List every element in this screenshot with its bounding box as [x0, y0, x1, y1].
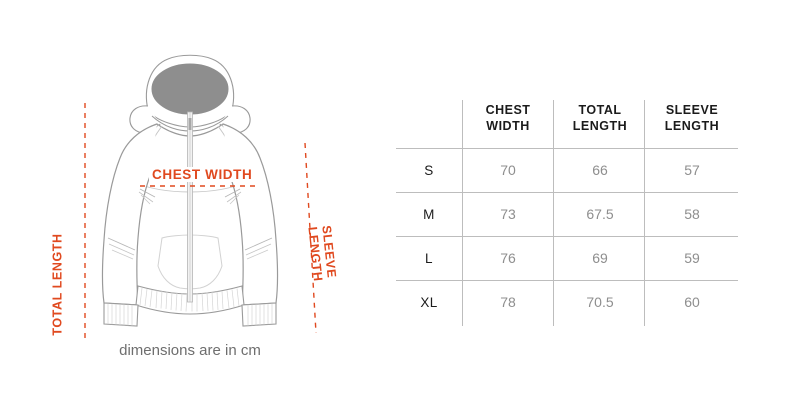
- cell-chest-width: 78: [500, 294, 516, 311]
- sleeve-length-guide: [304, 142, 317, 334]
- chest-width-annotation: CHEST WIDTH: [149, 167, 256, 182]
- column-header-total-length-line2: LENGTH: [572, 119, 628, 134]
- total-length-annotation: TOTAL LENGTH: [50, 233, 65, 336]
- table-row: XL 78 70.5 60: [396, 280, 738, 324]
- cell-size: XL: [420, 294, 438, 310]
- cell-sleeve-length: 58: [646, 192, 738, 237]
- column-header-chest-width-line1: CHEST: [485, 103, 531, 118]
- column-header-sleeve-length-line2: LENGTH: [664, 119, 720, 134]
- cell-total-length: 69: [554, 236, 646, 281]
- table-column-divider-1: [462, 100, 463, 326]
- cell-sleeve-length: 57: [646, 148, 738, 193]
- cell-total-length: 67.5: [554, 192, 646, 237]
- column-header-total-length-line1: TOTAL: [578, 103, 622, 118]
- table-row: L 76 69 59: [396, 236, 738, 281]
- column-header-chest-width-line2: WIDTH: [486, 119, 530, 134]
- cell-size: M: [396, 192, 462, 237]
- table-column-divider-3: [644, 100, 645, 326]
- column-header-sleeve-length-line1: SLEEVE: [665, 103, 719, 118]
- cell-sleeve-length: 59: [646, 236, 738, 281]
- cell-size: S: [396, 148, 462, 193]
- cell-sleeve-length: 60: [684, 294, 700, 311]
- hood-group: [129, 54, 251, 134]
- ribbed-cuffs: [103, 302, 277, 327]
- cell-chest-width: 73: [462, 192, 554, 237]
- table-body: S 70 66 57 M 73 67.5 58 L 76 69 59 XL 78…: [396, 148, 738, 324]
- cell-size: L: [396, 236, 462, 281]
- table-row: S 70 66 57: [396, 148, 738, 193]
- table-column-divider-2: [553, 100, 554, 326]
- cell-total-length: 66: [554, 148, 646, 193]
- cell-chest-width: 76: [462, 236, 554, 281]
- cell-chest-width: 70: [462, 148, 554, 193]
- table-row: M 73 67.5 58: [396, 192, 738, 237]
- center-zipper: [187, 111, 193, 303]
- measurement-guides: [84, 103, 317, 340]
- column-header-size: [396, 95, 462, 149]
- cell-total-length: 70.5: [586, 294, 614, 311]
- units-caption: dimensions are in cm: [119, 342, 261, 359]
